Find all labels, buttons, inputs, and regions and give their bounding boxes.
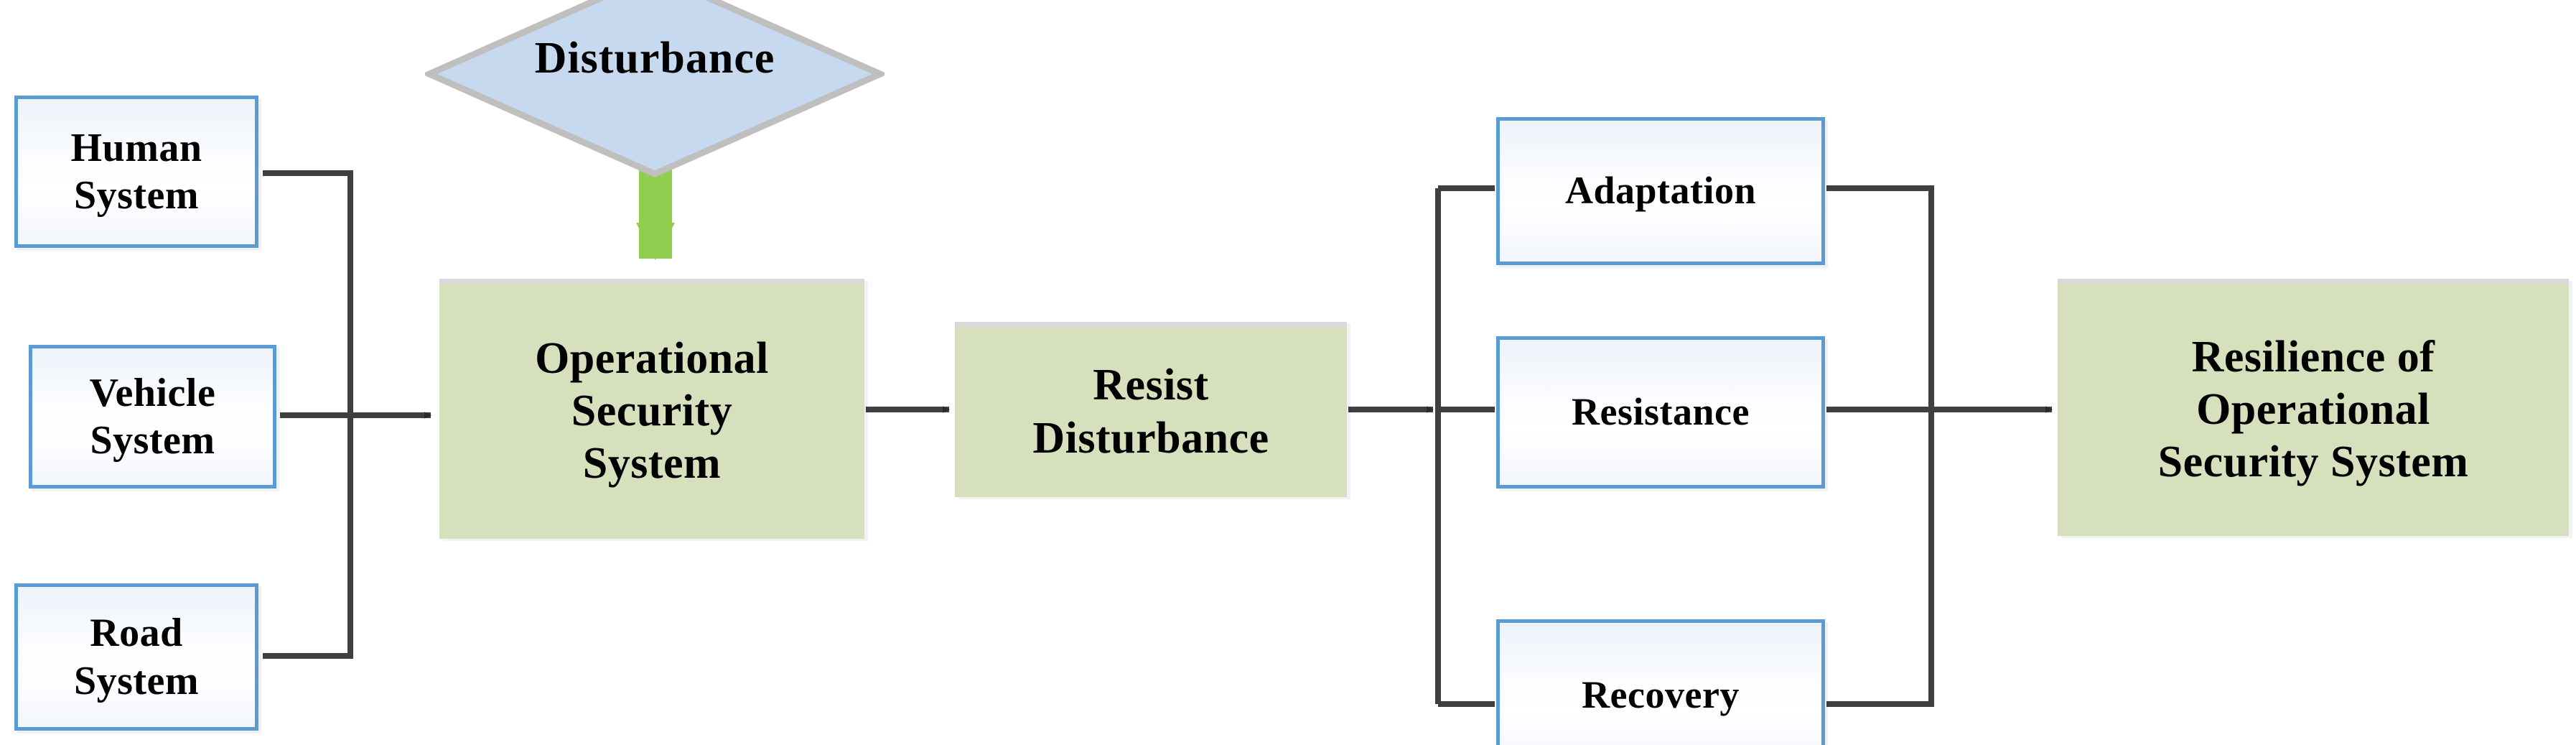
node-recovery-label: Recovery [1582,673,1740,717]
node-adaptation-label: Adaptation [1564,169,1757,213]
node-vehicle-system-label: Vehicle System [89,370,216,463]
node-road-system-label: Road System [73,611,200,703]
connector-resist-to-capabilities [1348,185,1495,707]
node-resistance[interactable]: Resistance [1496,336,1825,489]
node-resistance-label: Resistance [1572,390,1750,434]
node-resist-disturbance-label: Resist Disturbance [1032,361,1269,463]
node-recovery[interactable]: Recovery [1496,619,1825,745]
node-disturbance-label: Disturbance [534,34,775,83]
node-human-system-label: Human System [70,125,202,218]
node-resilience-label: Resilience of Operational Security Syste… [2157,332,2469,487]
node-resist-disturbance[interactable]: Resist Disturbance [955,322,1347,497]
connector-capabilities-to-resilience [1826,185,2053,707]
node-resilience-of-operational-security-system[interactable]: Resilience of Operational Security Syste… [2058,279,2569,536]
node-road-system[interactable]: Road System [14,583,258,731]
node-operational-security-system-label: Operational Security System [535,333,769,489]
diamond-icon [425,0,885,177]
node-operational-security-system[interactable]: Operational Security System [439,279,864,539]
node-vehicle-system[interactable]: Vehicle System [29,345,276,489]
node-adaptation[interactable]: Adaptation [1496,117,1825,265]
node-human-system[interactable]: Human System [14,96,258,248]
node-disturbance[interactable]: Disturbance [425,0,885,178]
connector-inputs-to-oss [263,170,431,659]
